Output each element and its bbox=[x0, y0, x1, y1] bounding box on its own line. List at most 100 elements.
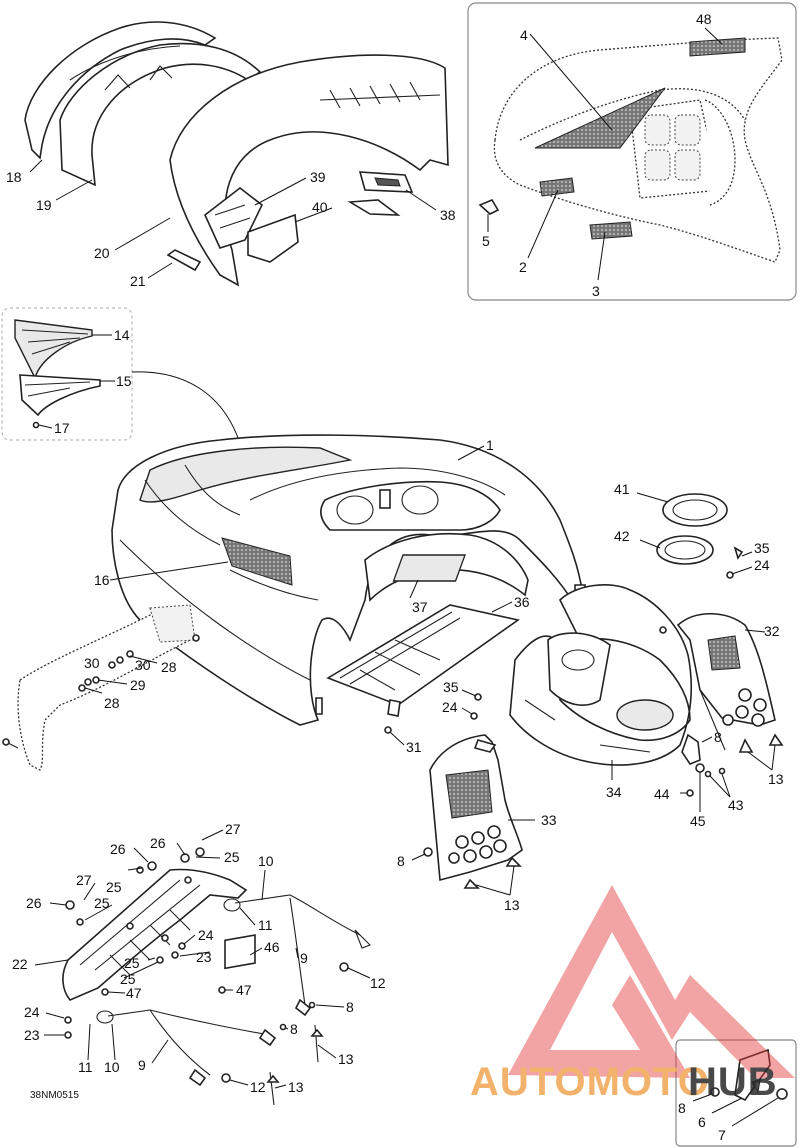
callout-25-bottom: 25 bbox=[120, 971, 136, 987]
callout-13-bracket-upper: 13 bbox=[338, 1051, 354, 1067]
part-41 bbox=[662, 493, 728, 527]
part-34 bbox=[509, 584, 693, 766]
callout-26-top: 26 bbox=[150, 835, 166, 851]
callout-3: 3 bbox=[592, 283, 600, 299]
bumper-outline bbox=[17, 609, 191, 771]
callout-44: 44 bbox=[654, 786, 670, 802]
support-bracket-assembly: 26 26 26 27 25 27 25 25 24 25 23 25 47 4… bbox=[12, 821, 386, 1106]
callout-26-left: 26 bbox=[26, 895, 42, 911]
callout-25-mid: 25 bbox=[94, 895, 110, 911]
inset-left: 14 15 17 bbox=[1, 307, 243, 451]
callout-22: 22 bbox=[12, 956, 28, 972]
callout-48: 48 bbox=[696, 11, 712, 27]
storage-tray: 37 36 31 bbox=[326, 554, 530, 755]
callout-9-lower: 9 bbox=[138, 1057, 146, 1073]
watermark-brand-part2: HUB bbox=[688, 1060, 778, 1104]
callout-38: 38 bbox=[440, 207, 456, 223]
watermark-triangle-icon bbox=[508, 885, 795, 1078]
callout-47-left: 47 bbox=[126, 985, 142, 1001]
callout-10-lower: 10 bbox=[104, 1059, 120, 1075]
callout-42: 42 bbox=[614, 528, 630, 544]
callout-13-bracket-lower: 13 bbox=[288, 1079, 304, 1095]
callout-46: 46 bbox=[264, 939, 280, 955]
callout-35-right: 35 bbox=[754, 540, 770, 556]
callout-37: 37 bbox=[412, 599, 428, 615]
upper-liners: 18 19 20 21 39 40 38 bbox=[6, 21, 456, 289]
callout-14: 14 bbox=[114, 327, 130, 343]
part-40 bbox=[347, 199, 401, 216]
callout-36: 36 bbox=[514, 594, 530, 610]
callout-13-right: 13 bbox=[768, 771, 784, 787]
callout-19: 19 bbox=[36, 197, 52, 213]
part-22 bbox=[62, 868, 248, 1001]
main-hood: 1 16 bbox=[94, 434, 586, 726]
callout-39: 39 bbox=[310, 169, 326, 185]
callout-8-inset: 8 bbox=[678, 1100, 686, 1116]
left-side-panel: 35 24 33 8 13 bbox=[397, 679, 557, 913]
callout-7: 7 bbox=[718, 1127, 726, 1143]
callout-10-upper: 10 bbox=[258, 853, 274, 869]
inset-top-right: 4 48 5 2 3 bbox=[467, 2, 797, 301]
watermark-logo: AUTOMOTO HUB bbox=[470, 885, 795, 1104]
callout-47-right: 47 bbox=[236, 982, 252, 998]
diagram-code: 38NM0515 bbox=[30, 1090, 79, 1101]
callout-2: 2 bbox=[519, 259, 527, 275]
part-36 bbox=[326, 604, 520, 706]
inset-vent-48 bbox=[689, 37, 746, 57]
spring-10-lower bbox=[107, 1009, 271, 1036]
cable-9-upper bbox=[289, 897, 306, 1006]
callout-12-lower: 12 bbox=[250, 1079, 266, 1095]
callout-23-bracket: 23 bbox=[196, 949, 212, 965]
callout-18: 18 bbox=[6, 169, 22, 185]
callout-33: 33 bbox=[541, 812, 557, 828]
part-17 bbox=[32, 421, 40, 429]
callout-27-top: 27 bbox=[225, 821, 241, 837]
callout-8-left: 8 bbox=[397, 853, 405, 869]
callout-6: 6 bbox=[698, 1114, 706, 1130]
callout-11-lower: 11 bbox=[78, 1059, 93, 1075]
callout-4: 4 bbox=[520, 27, 528, 43]
spring-10-upper bbox=[234, 894, 361, 936]
front-bumper: 30 28 30 29 28 bbox=[2, 604, 200, 771]
callout-27-left: 27 bbox=[76, 872, 92, 888]
callout-24-bottom: 24 bbox=[24, 1004, 40, 1020]
center-console: 41 42 34 bbox=[509, 481, 728, 800]
callout-20: 20 bbox=[94, 245, 110, 261]
callout-9-upper: 9 bbox=[300, 950, 308, 966]
part-46 bbox=[224, 934, 256, 970]
callout-23-bottom: 23 bbox=[24, 1027, 40, 1043]
callout-41: 41 bbox=[614, 481, 630, 497]
callout-43: 43 bbox=[728, 797, 744, 813]
callout-8-right: 8 bbox=[714, 729, 722, 745]
callout-24-bracket: 24 bbox=[198, 927, 214, 943]
callout-24-left: 24 bbox=[442, 699, 458, 715]
part-37 bbox=[392, 554, 466, 582]
cable-9-lower bbox=[149, 1009, 211, 1076]
callout-11-upper: 11 bbox=[258, 917, 273, 933]
callout-28-right: 28 bbox=[161, 659, 177, 675]
part-40-pad bbox=[247, 213, 299, 263]
inset-bottom-right: 8 6 7 bbox=[675, 1039, 797, 1147]
callout-28-left: 28 bbox=[104, 695, 120, 711]
callout-25-top: 25 bbox=[224, 849, 240, 865]
part-15 bbox=[19, 374, 101, 417]
callout-17: 17 bbox=[54, 420, 70, 436]
callout-21: 21 bbox=[130, 273, 146, 289]
callout-8-bracket-lower: 8 bbox=[290, 1021, 298, 1037]
inset-vent-4 bbox=[534, 87, 666, 149]
callout-30-right: 30 bbox=[135, 657, 151, 673]
callout-5: 5 bbox=[482, 233, 490, 249]
callout-1: 1 bbox=[486, 437, 494, 453]
callout-35-left: 35 bbox=[443, 679, 459, 695]
part-7 bbox=[776, 1088, 788, 1100]
callout-30-left: 30 bbox=[84, 655, 100, 671]
inset-vent-3 bbox=[589, 221, 633, 240]
callout-24-right: 24 bbox=[754, 557, 770, 573]
hood-vent-16 bbox=[221, 537, 293, 586]
callout-12-upper: 12 bbox=[370, 975, 386, 991]
callout-25-upper: 25 bbox=[106, 879, 122, 895]
callout-45: 45 bbox=[690, 813, 706, 829]
part-21 bbox=[166, 249, 202, 272]
callout-13-left: 13 bbox=[504, 897, 520, 913]
